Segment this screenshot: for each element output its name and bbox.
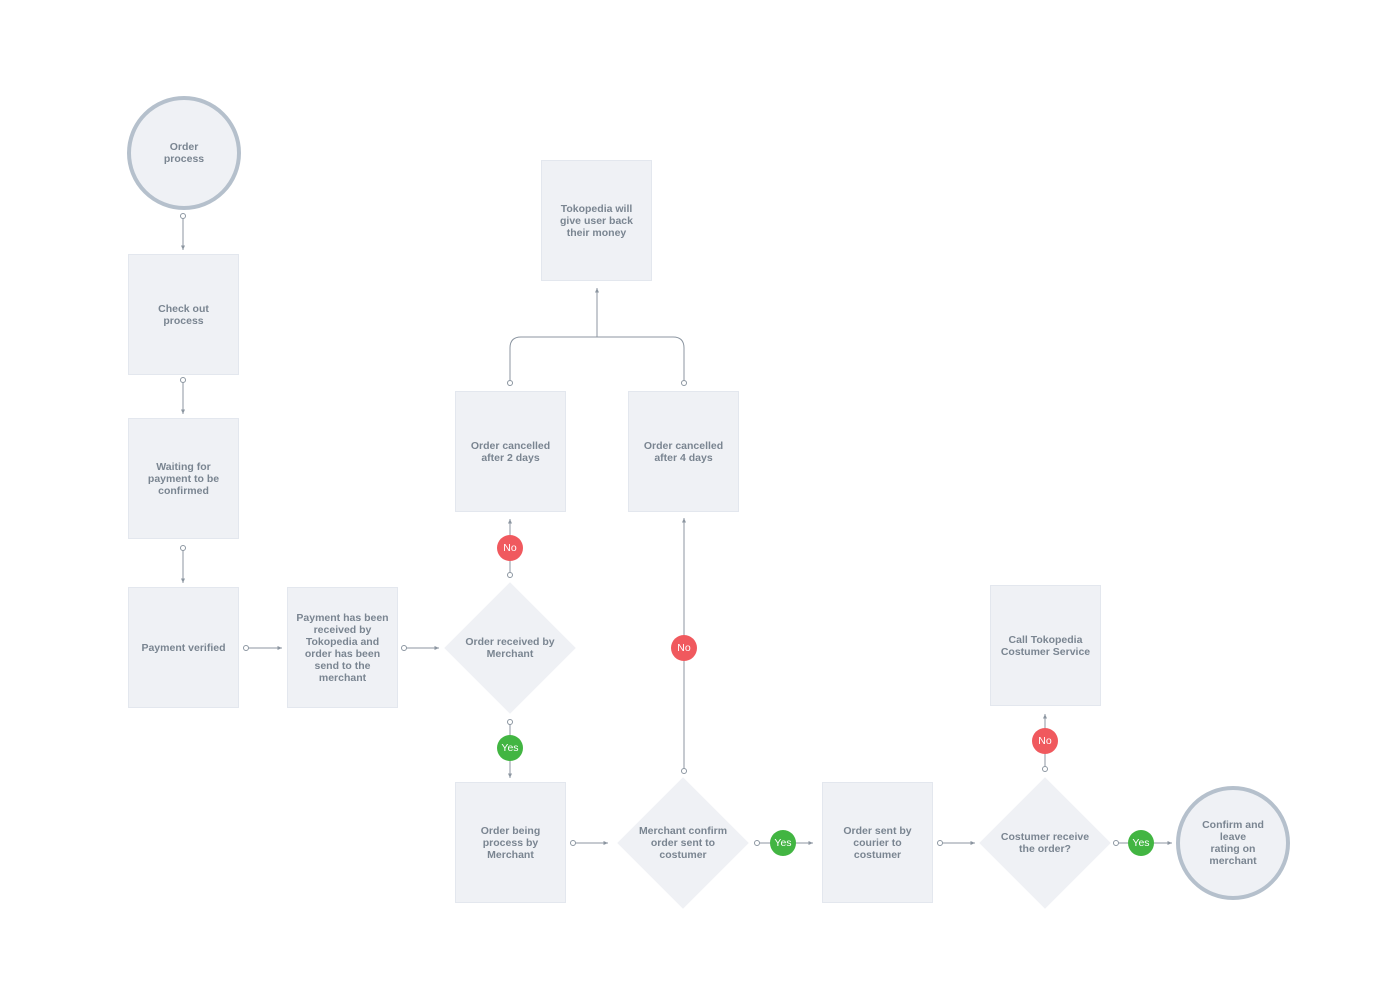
node-call-cs: Call Tokopedia Costumer Service [990, 585, 1101, 706]
node-merchant-confirm: Merchant confirm order sent to costumer [617, 777, 749, 909]
edge-group [180, 213, 1172, 846]
no-badge: No [671, 635, 697, 661]
node-label: Confirm and leave rating on merchant [1202, 819, 1264, 867]
node-label: Payment verified [141, 641, 226, 654]
node-label: Order sent by courier to costumer [843, 824, 912, 861]
connector-port [754, 840, 760, 846]
node-customer-receive: Costumer receive the order? [979, 777, 1111, 909]
node-confirm-rating: Confirm and leave rating on merchant [1176, 786, 1290, 900]
node-label: Order being process by Merchant [480, 824, 541, 861]
no-badge: No [497, 535, 523, 561]
connector-port [681, 380, 687, 386]
node-label: Check out process [158, 302, 209, 327]
connector-port [507, 719, 513, 725]
node-payment-received: Payment has been received by Tokopedia a… [287, 587, 398, 708]
node-order-process: Order process [127, 96, 241, 210]
node-payment-verified: Payment verified [128, 587, 239, 708]
node-order-cancelled-2-days: Order cancelled after 2 days [455, 391, 566, 512]
connector-port [180, 545, 186, 551]
connector-port [681, 768, 687, 774]
node-check-out: Check out process [128, 254, 239, 375]
yes-badge: Yes [770, 830, 796, 856]
node-label: Call Tokopedia Costumer Service [1000, 633, 1091, 658]
node-label: Order cancelled after 4 days [643, 439, 724, 464]
no-badge: No [1032, 728, 1058, 754]
node-label: Waiting for payment to be confirmed [147, 460, 220, 497]
node-order-cancelled-4-days: Order cancelled after 4 days [628, 391, 739, 512]
connector-port [1042, 766, 1048, 772]
yes-badge: Yes [1128, 830, 1154, 856]
node-label: Order process [163, 141, 205, 165]
node-order-sent-courier: Order sent by courier to costumer [822, 782, 933, 903]
node-label: Merchant confirm order sent to costumer [638, 825, 728, 861]
node-waiting-payment: Waiting for payment to be confirmed [128, 418, 239, 539]
yes-badge: Yes [497, 735, 523, 761]
node-label: Order cancelled after 2 days [470, 439, 551, 464]
node-order-processing: Order being process by Merchant [455, 782, 566, 903]
node-order-received-merchant: Order received by Merchant [444, 582, 576, 714]
connector-port [1113, 840, 1119, 846]
connector-port [180, 213, 186, 219]
connector-port [243, 645, 249, 651]
connector-port [401, 645, 407, 651]
node-label: Costumer receive the order? [1000, 831, 1090, 855]
connector-port [937, 840, 943, 846]
node-refund: Tokopedia will give user back their mone… [541, 160, 652, 281]
connector-port [180, 377, 186, 383]
connector-port [507, 572, 513, 578]
node-label: Payment has been received by Tokopedia a… [296, 611, 389, 684]
connector-port [570, 840, 576, 846]
node-label: Order received by Merchant [465, 636, 555, 660]
connector-port [507, 380, 513, 386]
connector-line [509, 336, 685, 383]
node-label: Tokopedia will give user back their mone… [560, 202, 633, 239]
